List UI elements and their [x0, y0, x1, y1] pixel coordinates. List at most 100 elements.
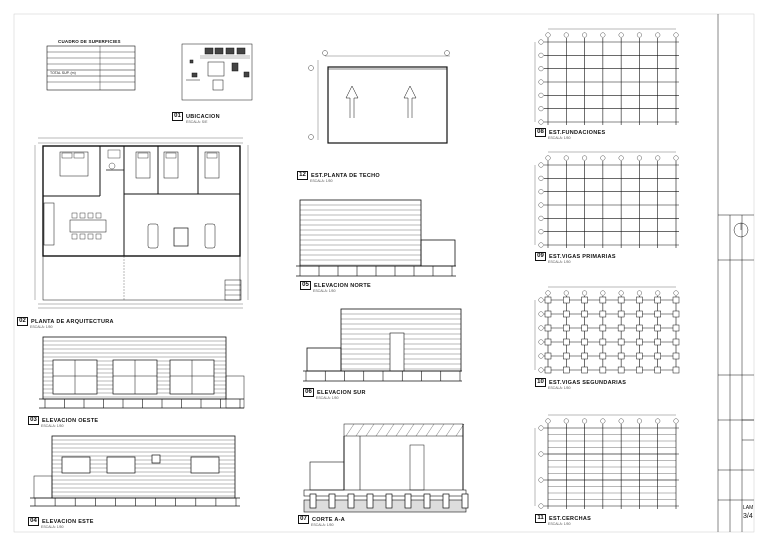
- view-number: 06: [303, 388, 314, 397]
- grid-bubble: [545, 32, 551, 38]
- footing: [599, 366, 607, 374]
- view-title: EST.VIGAS PRIMARIAS: [549, 253, 616, 260]
- grid-bubble: [538, 311, 544, 317]
- view-scale-05: ESCALA: 1/50: [313, 289, 336, 293]
- view-title: ELEVACION OESTE: [42, 417, 99, 424]
- pile: [385, 493, 393, 509]
- footing: [636, 324, 643, 332]
- view-scale-09: ESCALA: 1/50: [548, 260, 571, 264]
- view-label-11: 11 EST.CERCHAS: [535, 514, 591, 523]
- grid-bubble: [582, 418, 588, 424]
- view-label-06: 06 ELEVACION SUR: [303, 388, 366, 397]
- footing: [581, 324, 588, 332]
- footing: [636, 366, 643, 374]
- footing: [563, 338, 570, 346]
- view-scale-10: ESCALA: 1/50: [548, 386, 571, 390]
- grid-bubble: [673, 155, 679, 161]
- view-number: 12: [297, 171, 308, 180]
- view-scale-07: ESCALA: 1/50: [311, 523, 334, 527]
- view-number: 04: [28, 517, 39, 526]
- footing: [581, 338, 588, 346]
- grid-bubble: [538, 325, 544, 331]
- footing: [581, 310, 588, 318]
- view-scale-12: ESCALA: 1/50: [310, 179, 333, 183]
- grid-bubble: [563, 155, 569, 161]
- grid-bubble: [636, 32, 642, 38]
- grid-bubble: [563, 290, 569, 296]
- view-number: 02: [17, 317, 28, 326]
- footing: [654, 310, 661, 318]
- surface-table-title: CUADRO DE SUPERFICIES: [58, 39, 121, 44]
- view-title: ELEVACION NORTE: [314, 282, 371, 289]
- truss-member: [405, 423, 415, 437]
- footing: [544, 310, 552, 318]
- grid-bubble: [538, 353, 544, 359]
- foundations-grid: [534, 28, 679, 125]
- view-number: 03: [28, 416, 39, 425]
- footing: [617, 366, 625, 374]
- view-title: CORTE A-A: [312, 516, 346, 523]
- view-label-07: 07 CORTE A-A: [298, 515, 345, 524]
- pile: [347, 493, 355, 509]
- view-scale-02: ESCALA: 1/50: [30, 325, 53, 329]
- footing: [617, 338, 625, 346]
- footing: [544, 296, 552, 304]
- east-elevation: [30, 435, 240, 507]
- grid-bubble: [538, 503, 544, 509]
- truss-member: [375, 423, 385, 437]
- grid-bubble: [673, 418, 679, 424]
- view-title: EST.CERCHAS: [549, 515, 592, 522]
- view-label-08: 08 EST.FUNDACIONES: [535, 128, 605, 137]
- grid-bubble: [538, 175, 544, 181]
- footing: [617, 324, 625, 332]
- view-label-02: 02 PLANTA DE ARQUITECTURA: [17, 317, 114, 326]
- view-scale-08: ESCALA: 1/50: [548, 136, 571, 140]
- grid-bubble: [538, 339, 544, 345]
- view-title: EST.PLANTA DE TECHO: [311, 172, 380, 179]
- pile: [461, 493, 469, 509]
- truss-member: [355, 423, 365, 437]
- surface-table: [46, 45, 136, 91]
- pile: [404, 493, 412, 509]
- footing: [599, 324, 607, 332]
- view-label-01: 01 UBICACION: [172, 112, 220, 121]
- grid-bubble: [538, 39, 544, 45]
- truss-member: [395, 423, 405, 437]
- grid-bubble: [655, 290, 661, 296]
- pile: [328, 493, 336, 509]
- floor-plan: [34, 137, 249, 309]
- pile: [366, 493, 374, 509]
- view-label-04: 04 ELEVACION ESTE: [28, 517, 94, 526]
- grid-bubble: [636, 290, 642, 296]
- grid-bubble: [538, 162, 544, 168]
- grid-bubble: [545, 290, 551, 296]
- footing: [636, 296, 643, 304]
- trusses-grid: [534, 414, 679, 509]
- view-number: 08: [535, 128, 546, 137]
- west-elevation: [39, 336, 245, 409]
- footing: [617, 310, 625, 318]
- footing: [563, 296, 570, 304]
- location-map: [181, 43, 253, 101]
- grid-bubble: [538, 106, 544, 112]
- truss-member: [365, 423, 375, 437]
- footing: [544, 366, 552, 374]
- view-number: 09: [535, 252, 546, 261]
- surface-table-total: TOTAL SUP. (m): [50, 71, 76, 75]
- footing: [544, 352, 552, 360]
- view-scale-03: ESCALA: 1/50: [41, 424, 64, 428]
- grid-bubble: [600, 155, 606, 161]
- grid-bubble: [538, 79, 544, 85]
- view-label-03: 03 ELEVACION OESTE: [28, 416, 98, 425]
- grid-bubble: [636, 155, 642, 161]
- footing: [599, 338, 607, 346]
- section-a-a: [303, 423, 469, 513]
- footing: [654, 324, 661, 332]
- view-title: ELEVACION SUR: [317, 389, 366, 396]
- truss-member: [445, 423, 455, 437]
- grid-bubble: [618, 32, 624, 38]
- grid-bubble: [582, 155, 588, 161]
- sheet-label: LAM: [743, 505, 754, 511]
- view-number: 05: [300, 281, 311, 290]
